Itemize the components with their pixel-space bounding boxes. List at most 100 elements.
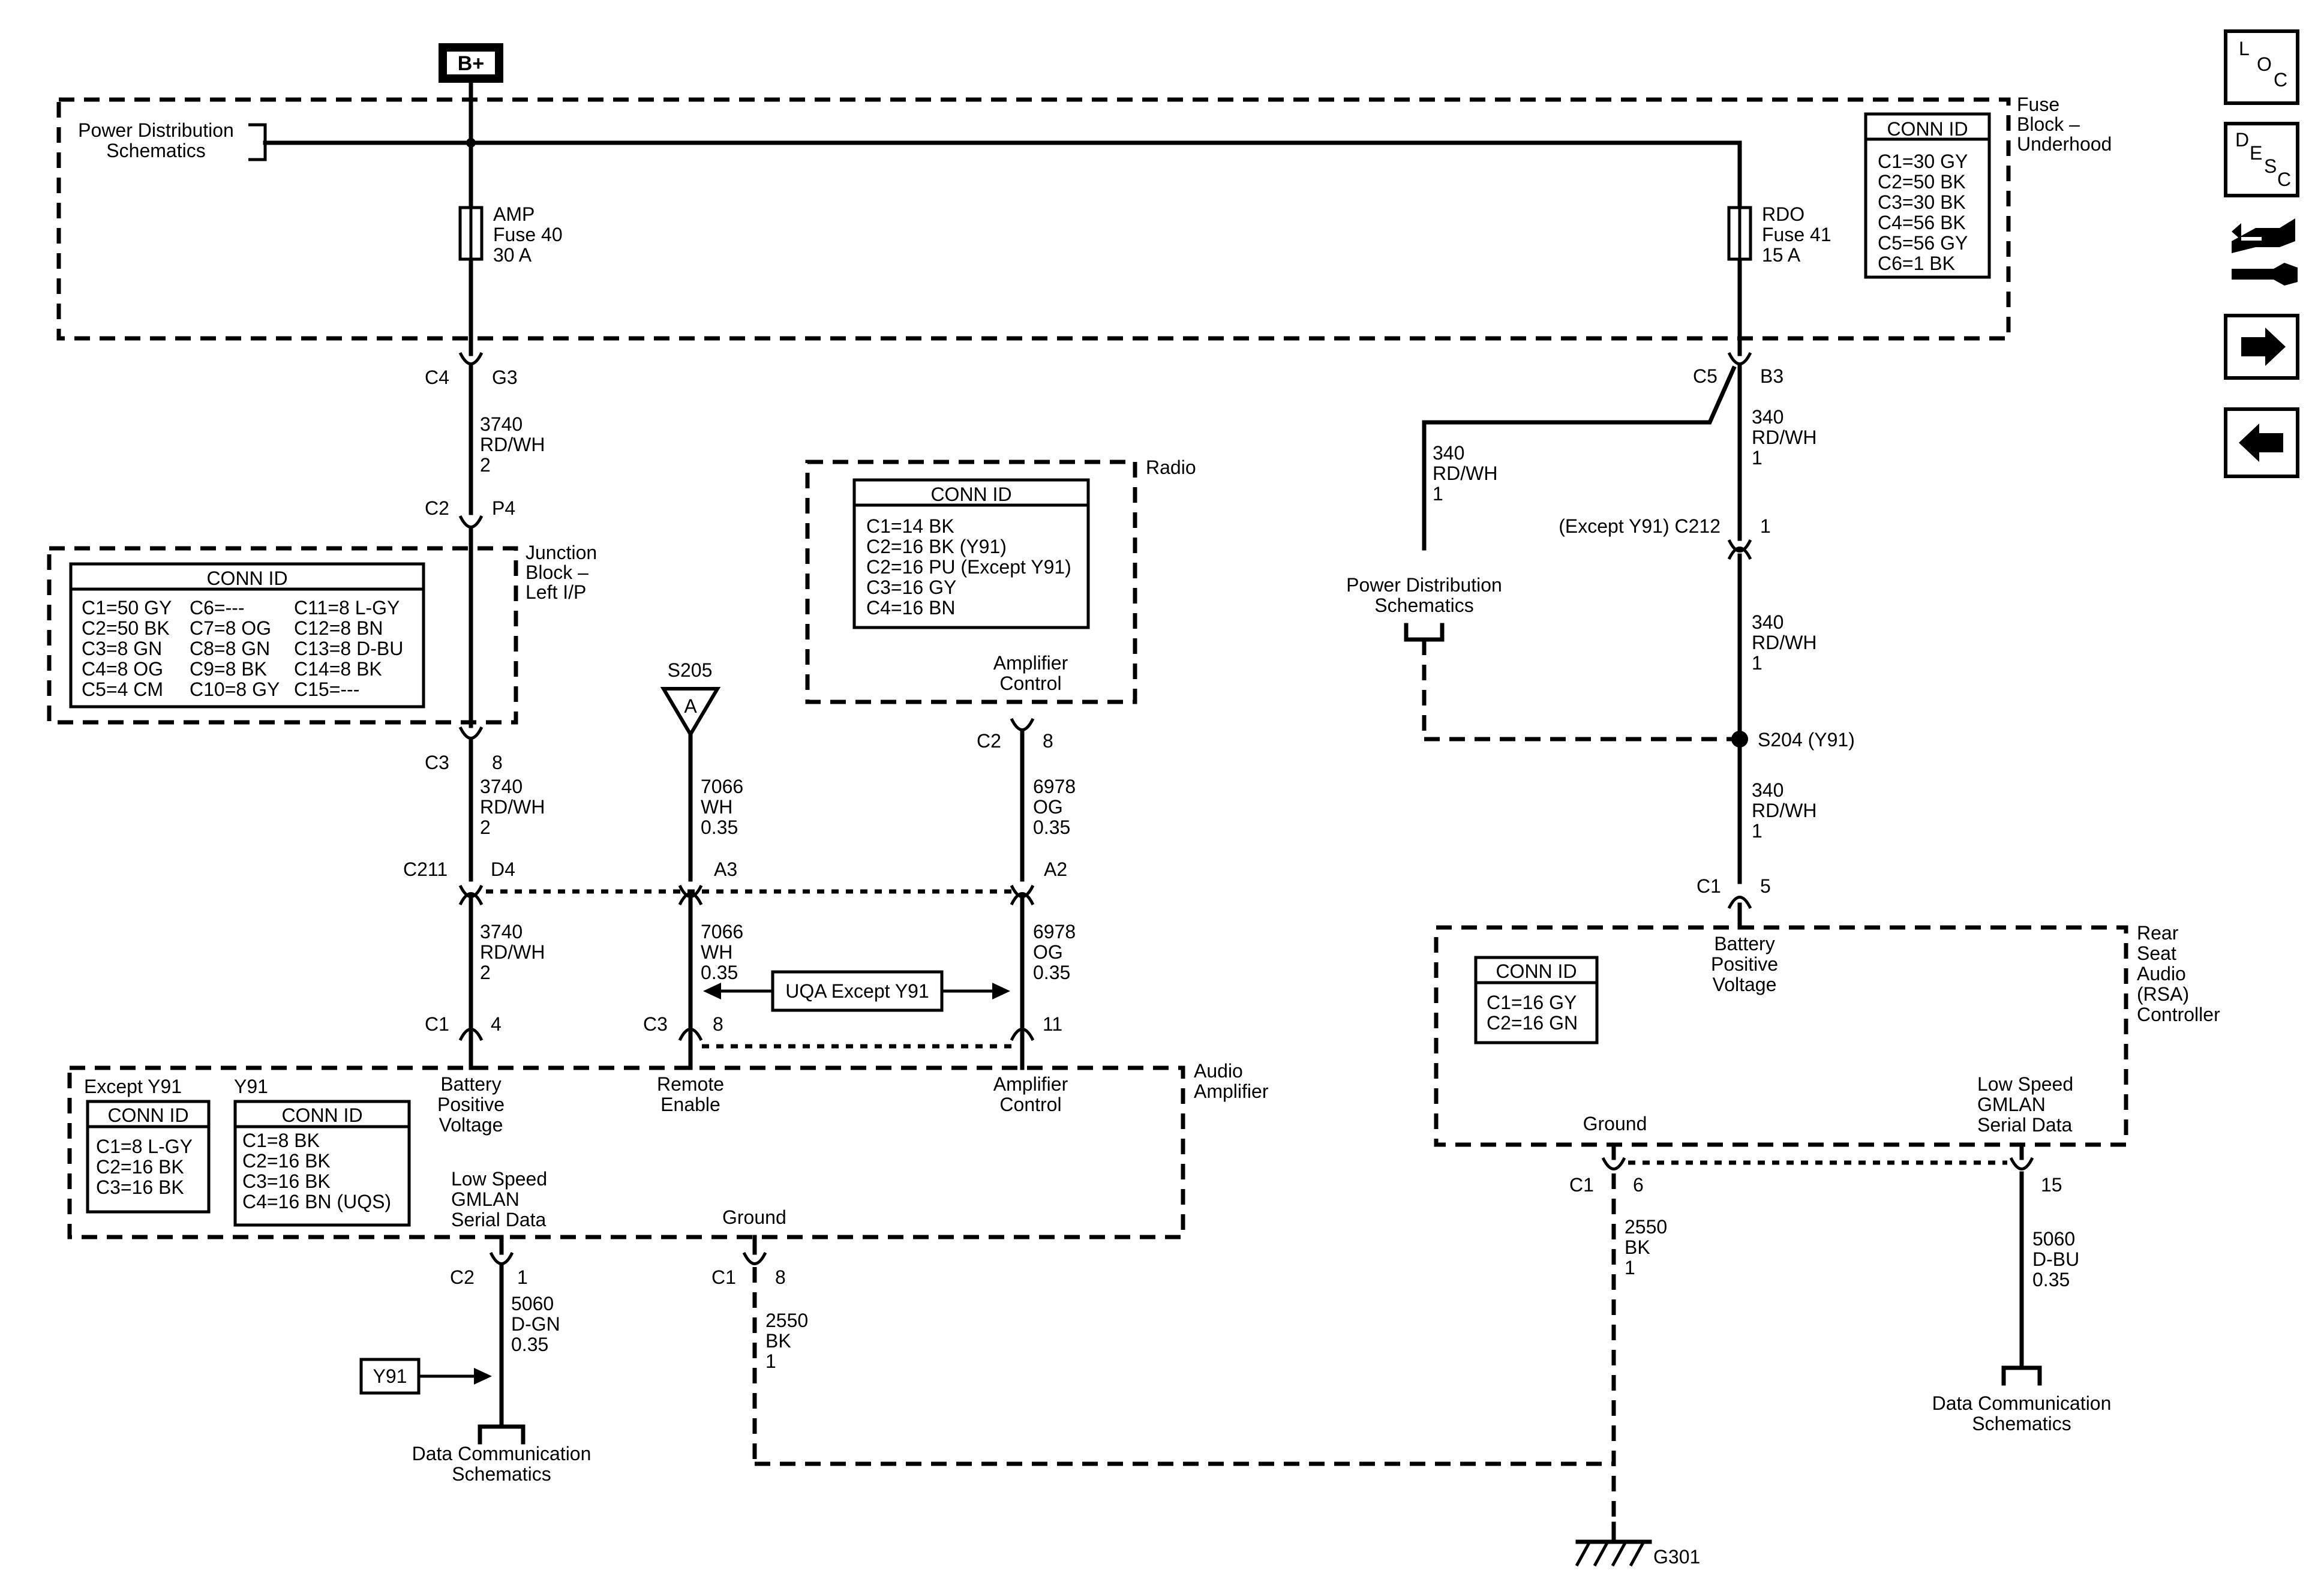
svg-text:CONN ID: CONN ID [930, 484, 1011, 505]
previous-button[interactable] [2224, 407, 2299, 478]
svg-text:D: D [2235, 129, 2249, 151]
svg-text:D-BU: D-BU [2032, 1248, 2079, 1270]
dcs-left-terminal [478, 1424, 526, 1445]
amp-conn-id-except-y91: CONN ID C1=8 L-GY C2=16 BK C3=16 BK [86, 1100, 211, 1214]
svg-text:Except Y91: Except Y91 [84, 1076, 182, 1097]
svg-text:Fuse 40: Fuse 40 [493, 224, 563, 245]
svg-text:C1: C1 [1569, 1174, 1594, 1196]
loc-icon: L O C [2239, 38, 2287, 91]
svg-text:6978: 6978 [1033, 921, 1076, 942]
svg-text:Control: Control [999, 1094, 1061, 1115]
svg-text:5060: 5060 [511, 1293, 554, 1314]
svg-text:C: C [2274, 69, 2287, 91]
svg-text:RD/WH: RD/WH [480, 434, 545, 455]
svg-text:1: 1 [1752, 820, 1762, 842]
svg-text:0.35: 0.35 [701, 816, 738, 838]
svg-text:C2: C2 [425, 497, 449, 519]
loc-button[interactable]: L O C [2224, 29, 2299, 105]
svg-text:C1: C1 [425, 1013, 449, 1035]
connector-c5-b3 [1727, 352, 1752, 365]
svg-text:WH: WH [701, 796, 732, 818]
svg-text:UQA Except Y91: UQA Except Y91 [785, 980, 929, 1002]
junction-block-outline [47, 546, 518, 725]
junction-block-label: Junction Block – Left I/P [526, 542, 597, 603]
svg-text:C2=50 BK: C2=50 BK [82, 617, 170, 639]
amp-c1-connector [458, 1028, 484, 1041]
svg-text:BK: BK [765, 1330, 791, 1352]
svg-text:Seat: Seat [2137, 942, 2176, 964]
svg-text:340: 340 [1433, 442, 1464, 464]
svg-text:4: 4 [491, 1013, 502, 1035]
pds-branch-wire [1422, 365, 1737, 551]
svg-text:Fuse: Fuse [2017, 94, 2059, 115]
svg-text:2: 2 [480, 816, 491, 838]
svg-text:C4=16 BN (UQS): C4=16 BN (UQS) [242, 1191, 391, 1212]
amp-c2-connector [489, 1251, 514, 1265]
svg-text:CONN ID: CONN ID [281, 1104, 362, 1126]
svg-text:C7=8 OG: C7=8 OG [190, 617, 271, 639]
svg-text:1: 1 [517, 1266, 528, 1288]
pds-reference-top: Power Distribution Schematics [78, 119, 267, 161]
y91-tag: Y91 [359, 1358, 492, 1395]
uqa-option-label: UQA Except Y91 [703, 970, 1010, 1012]
svg-text:CONN ID: CONN ID [107, 1104, 188, 1126]
svg-text:C4=56 BK: C4=56 BK [1878, 212, 1966, 233]
splice-s205: S205 A [660, 659, 721, 738]
svg-text:C3=30 BK: C3=30 BK [1878, 191, 1966, 213]
radio-outline [805, 460, 1137, 704]
amp-ground-connector [742, 1251, 767, 1265]
svg-text:C4=16 BN: C4=16 BN [866, 597, 956, 619]
svg-text:C3=16 BK: C3=16 BK [242, 1170, 331, 1192]
svg-text:C1=30 GY: C1=30 GY [1878, 151, 1968, 172]
svg-text:Audio: Audio [2137, 963, 2186, 984]
svg-text:C2: C2 [450, 1266, 475, 1288]
svg-text:C2=50 BK: C2=50 BK [1878, 171, 1966, 193]
svg-text:C4=8 OG: C4=8 OG [82, 658, 163, 680]
svg-text:A: A [684, 695, 697, 717]
svg-text:340: 340 [1752, 406, 1783, 428]
svg-text:RD/WH: RD/WH [1752, 800, 1816, 821]
svg-text:OG: OG [1033, 941, 1063, 963]
svg-text:C3=8 GN: C3=8 GN [82, 638, 162, 659]
svg-text:Controller: Controller [2137, 1004, 2220, 1025]
fuse-block-outline [56, 97, 2011, 341]
svg-text:5: 5 [1760, 875, 1771, 897]
svg-text:C1: C1 [711, 1266, 736, 1288]
svg-text:Remote: Remote [657, 1073, 724, 1095]
svg-text:C4: C4 [425, 367, 449, 388]
svg-text:0.35: 0.35 [701, 962, 738, 983]
svg-text:C211: C211 [403, 858, 448, 880]
svg-text:RD/WH: RD/WH [480, 941, 545, 963]
rsa-controller-label: Rear Seat Audio (RSA) Controller [2137, 922, 2220, 1025]
svg-text:C1: C1 [1697, 875, 1721, 897]
fuse-block-label: Fuse Block – Underhood [2017, 94, 2112, 155]
svg-text:P4: P4 [492, 497, 515, 519]
next-button[interactable] [2224, 314, 2299, 380]
svg-text:C1=14 BK: C1=14 BK [866, 515, 954, 537]
svg-text:15: 15 [2041, 1174, 2062, 1196]
svg-text:8: 8 [492, 752, 503, 773]
svg-text:Left I/P: Left I/P [526, 581, 586, 603]
svg-text:Ground: Ground [1583, 1113, 1647, 1134]
svg-text:30 A: 30 A [493, 244, 532, 266]
svg-text:C2: C2 [977, 730, 1001, 752]
svg-text:A3: A3 [714, 858, 737, 880]
svg-text:CONN ID: CONN ID [206, 568, 287, 589]
radio-label: Radio [1146, 457, 1196, 478]
svg-text:C2=16 BK: C2=16 BK [96, 1156, 184, 1178]
svg-text:CONN ID: CONN ID [1887, 118, 1968, 140]
amp-c3-11-connector [1010, 1028, 1035, 1041]
svg-text:C: C [2277, 169, 2291, 190]
g301-label: G301 [1653, 1546, 1700, 1568]
svg-text:0.35: 0.35 [1033, 816, 1070, 838]
svg-text:Block –: Block – [526, 562, 588, 583]
svg-text:Rear: Rear [2137, 922, 2179, 944]
desc-button[interactable]: D E S C [2224, 122, 2299, 197]
connector-view-button[interactable] [2232, 218, 2298, 286]
svg-text:3740: 3740 [480, 776, 523, 797]
svg-text:Voltage: Voltage [1713, 974, 1777, 995]
svg-text:340: 340 [1752, 611, 1783, 633]
svg-text:C2=16 GN: C2=16 GN [1487, 1012, 1578, 1034]
